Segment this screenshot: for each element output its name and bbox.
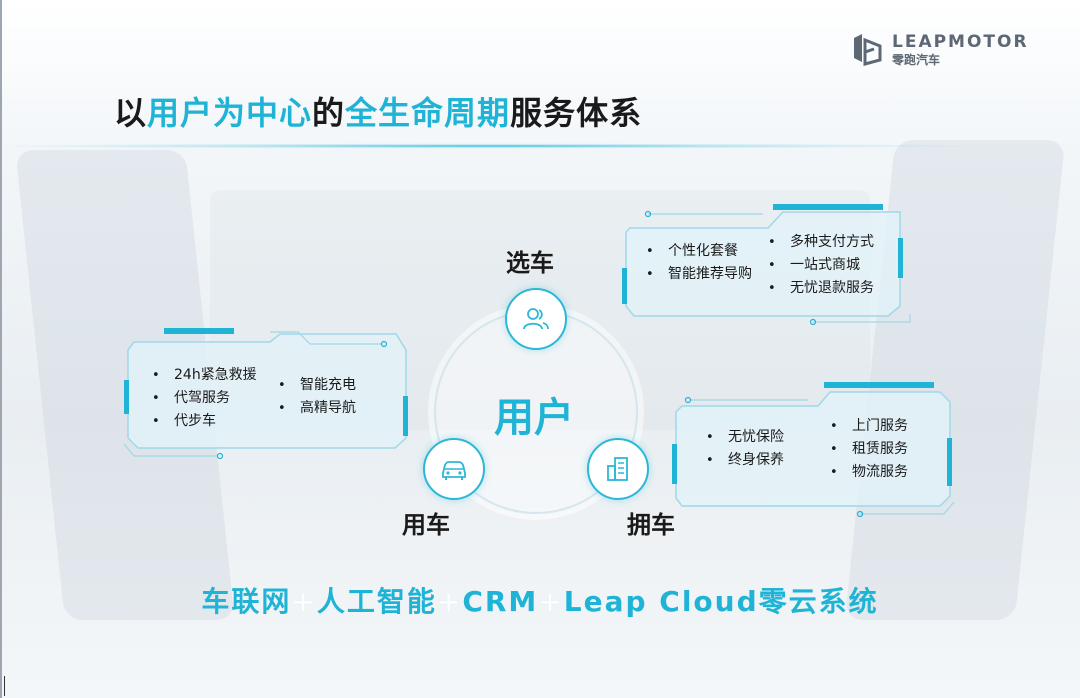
- title-underline: [0, 143, 1080, 149]
- use-car-panel: 24h紧急救援 代驾服务 代步车 智能充电 高精导航: [120, 320, 418, 466]
- building-icon: [607, 457, 628, 481]
- use-car-label: 用车: [402, 511, 450, 539]
- own-car-list-1: 无忧保险 终身保养: [702, 426, 784, 472]
- select-car-panel: 个性化套餐 智能推荐导购 多种支付方式 一站式商城 无忧退款服务: [618, 198, 918, 328]
- brand-logo: LEAPMOTOR 零跑汽车: [850, 30, 1050, 70]
- list-item: 智能充电: [274, 374, 356, 397]
- list-item: 物流服务: [826, 461, 908, 484]
- center-label: 用户: [494, 395, 574, 441]
- car-icon: [442, 461, 466, 480]
- list-item: 高精导航: [274, 397, 356, 420]
- title-part-3: 的: [312, 94, 346, 132]
- use-car-node: [423, 438, 485, 500]
- brand-name: LEAPMOTOR: [892, 32, 1029, 52]
- list-item: 无忧退款服务: [764, 277, 874, 300]
- title-part-4: 全生命周期: [345, 94, 511, 132]
- tagline-telematics: 车联网: [201, 585, 292, 618]
- text-cursor: [4, 676, 5, 696]
- list-item: 代驾服务: [148, 387, 257, 410]
- own-car-panel: 无忧保险 终身保养 上门服务 租赁服务 物流服务: [668, 378, 962, 518]
- leapmotor-logo-icon: [854, 34, 882, 66]
- list-item: 租赁服务: [826, 438, 908, 461]
- use-car-list-2: 智能充电 高精导航: [274, 374, 356, 420]
- own-car-label: 拥车: [627, 511, 675, 539]
- user-group-icon: [523, 308, 549, 330]
- title-part-1: 以: [114, 94, 148, 132]
- window-edge: [0, 0, 2, 698]
- select-car-label: 选车: [506, 249, 554, 277]
- own-car-node: [587, 438, 649, 500]
- tagline-cloud: Leap Cloud零云系统: [563, 585, 879, 618]
- tech-stack-tagline: 车联网+人工智能+CRM+Leap Cloud零云系统: [0, 580, 1080, 620]
- brand-name-cn: 零跑汽车: [892, 53, 941, 67]
- use-car-list-1: 24h紧急救援 代驾服务 代步车: [148, 364, 257, 433]
- tagline-ai: 人工智能: [316, 585, 437, 618]
- select-car-list-1: 个性化套餐 智能推荐导购: [642, 240, 752, 286]
- list-item: 上门服务: [826, 415, 908, 438]
- select-car-node: [505, 288, 567, 350]
- list-item: 智能推荐导购: [642, 263, 752, 286]
- plus-separator: +: [538, 585, 564, 618]
- title-part-2: 用户为中心: [147, 94, 313, 132]
- list-item: 24h紧急救援: [148, 364, 257, 387]
- title-part-5: 服务体系: [510, 94, 643, 132]
- select-car-list-2: 多种支付方式 一站式商城 无忧退款服务: [764, 231, 874, 300]
- tagline-crm: CRM: [462, 585, 539, 618]
- plus-separator: +: [291, 585, 317, 618]
- list-item: 无忧保险: [702, 426, 784, 449]
- list-item: 个性化套餐: [642, 240, 752, 263]
- list-item: 终身保养: [702, 449, 784, 472]
- own-car-list-2: 上门服务 租赁服务 物流服务: [826, 415, 908, 484]
- list-item: 代步车: [148, 410, 257, 433]
- page-title: 以用户为中心的全生命周期服务体系: [114, 88, 642, 134]
- plus-separator: +: [436, 585, 463, 618]
- list-item: 一站式商城: [764, 254, 874, 277]
- list-item: 多种支付方式: [764, 231, 874, 254]
